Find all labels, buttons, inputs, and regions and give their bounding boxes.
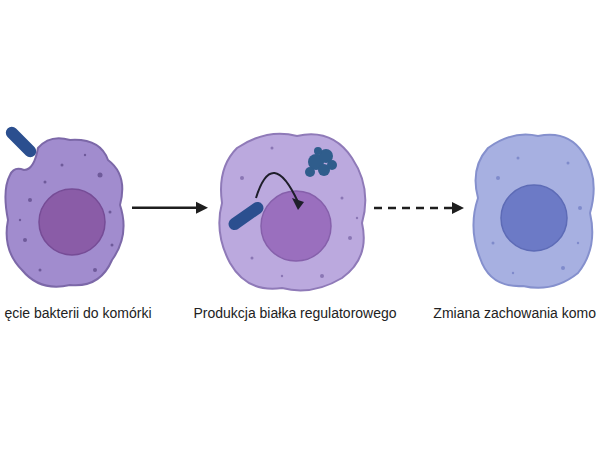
caption-text: Produkcja białka regulatorowego — [193, 305, 396, 322]
cell-node: Zmiana zachowania komo — [468, 118, 598, 298]
cell-node: Produkcja białka regulatorowego — [212, 118, 372, 298]
caption-text: Zmiana zachowania komo — [433, 305, 596, 322]
caption-text: ęcie bakterii do komórki — [4, 305, 151, 322]
cell-changed-illustration — [473, 135, 593, 288]
connector-arrow — [374, 207, 454, 210]
arrow-head — [452, 202, 464, 214]
cell-node: ęcie bakterii do komórki — [0, 120, 130, 295]
cell-entry-illustration — [3, 124, 123, 286]
arrow-head — [196, 202, 208, 214]
connector-arrow — [132, 207, 198, 210]
cell-protein-illustration — [219, 134, 365, 291]
